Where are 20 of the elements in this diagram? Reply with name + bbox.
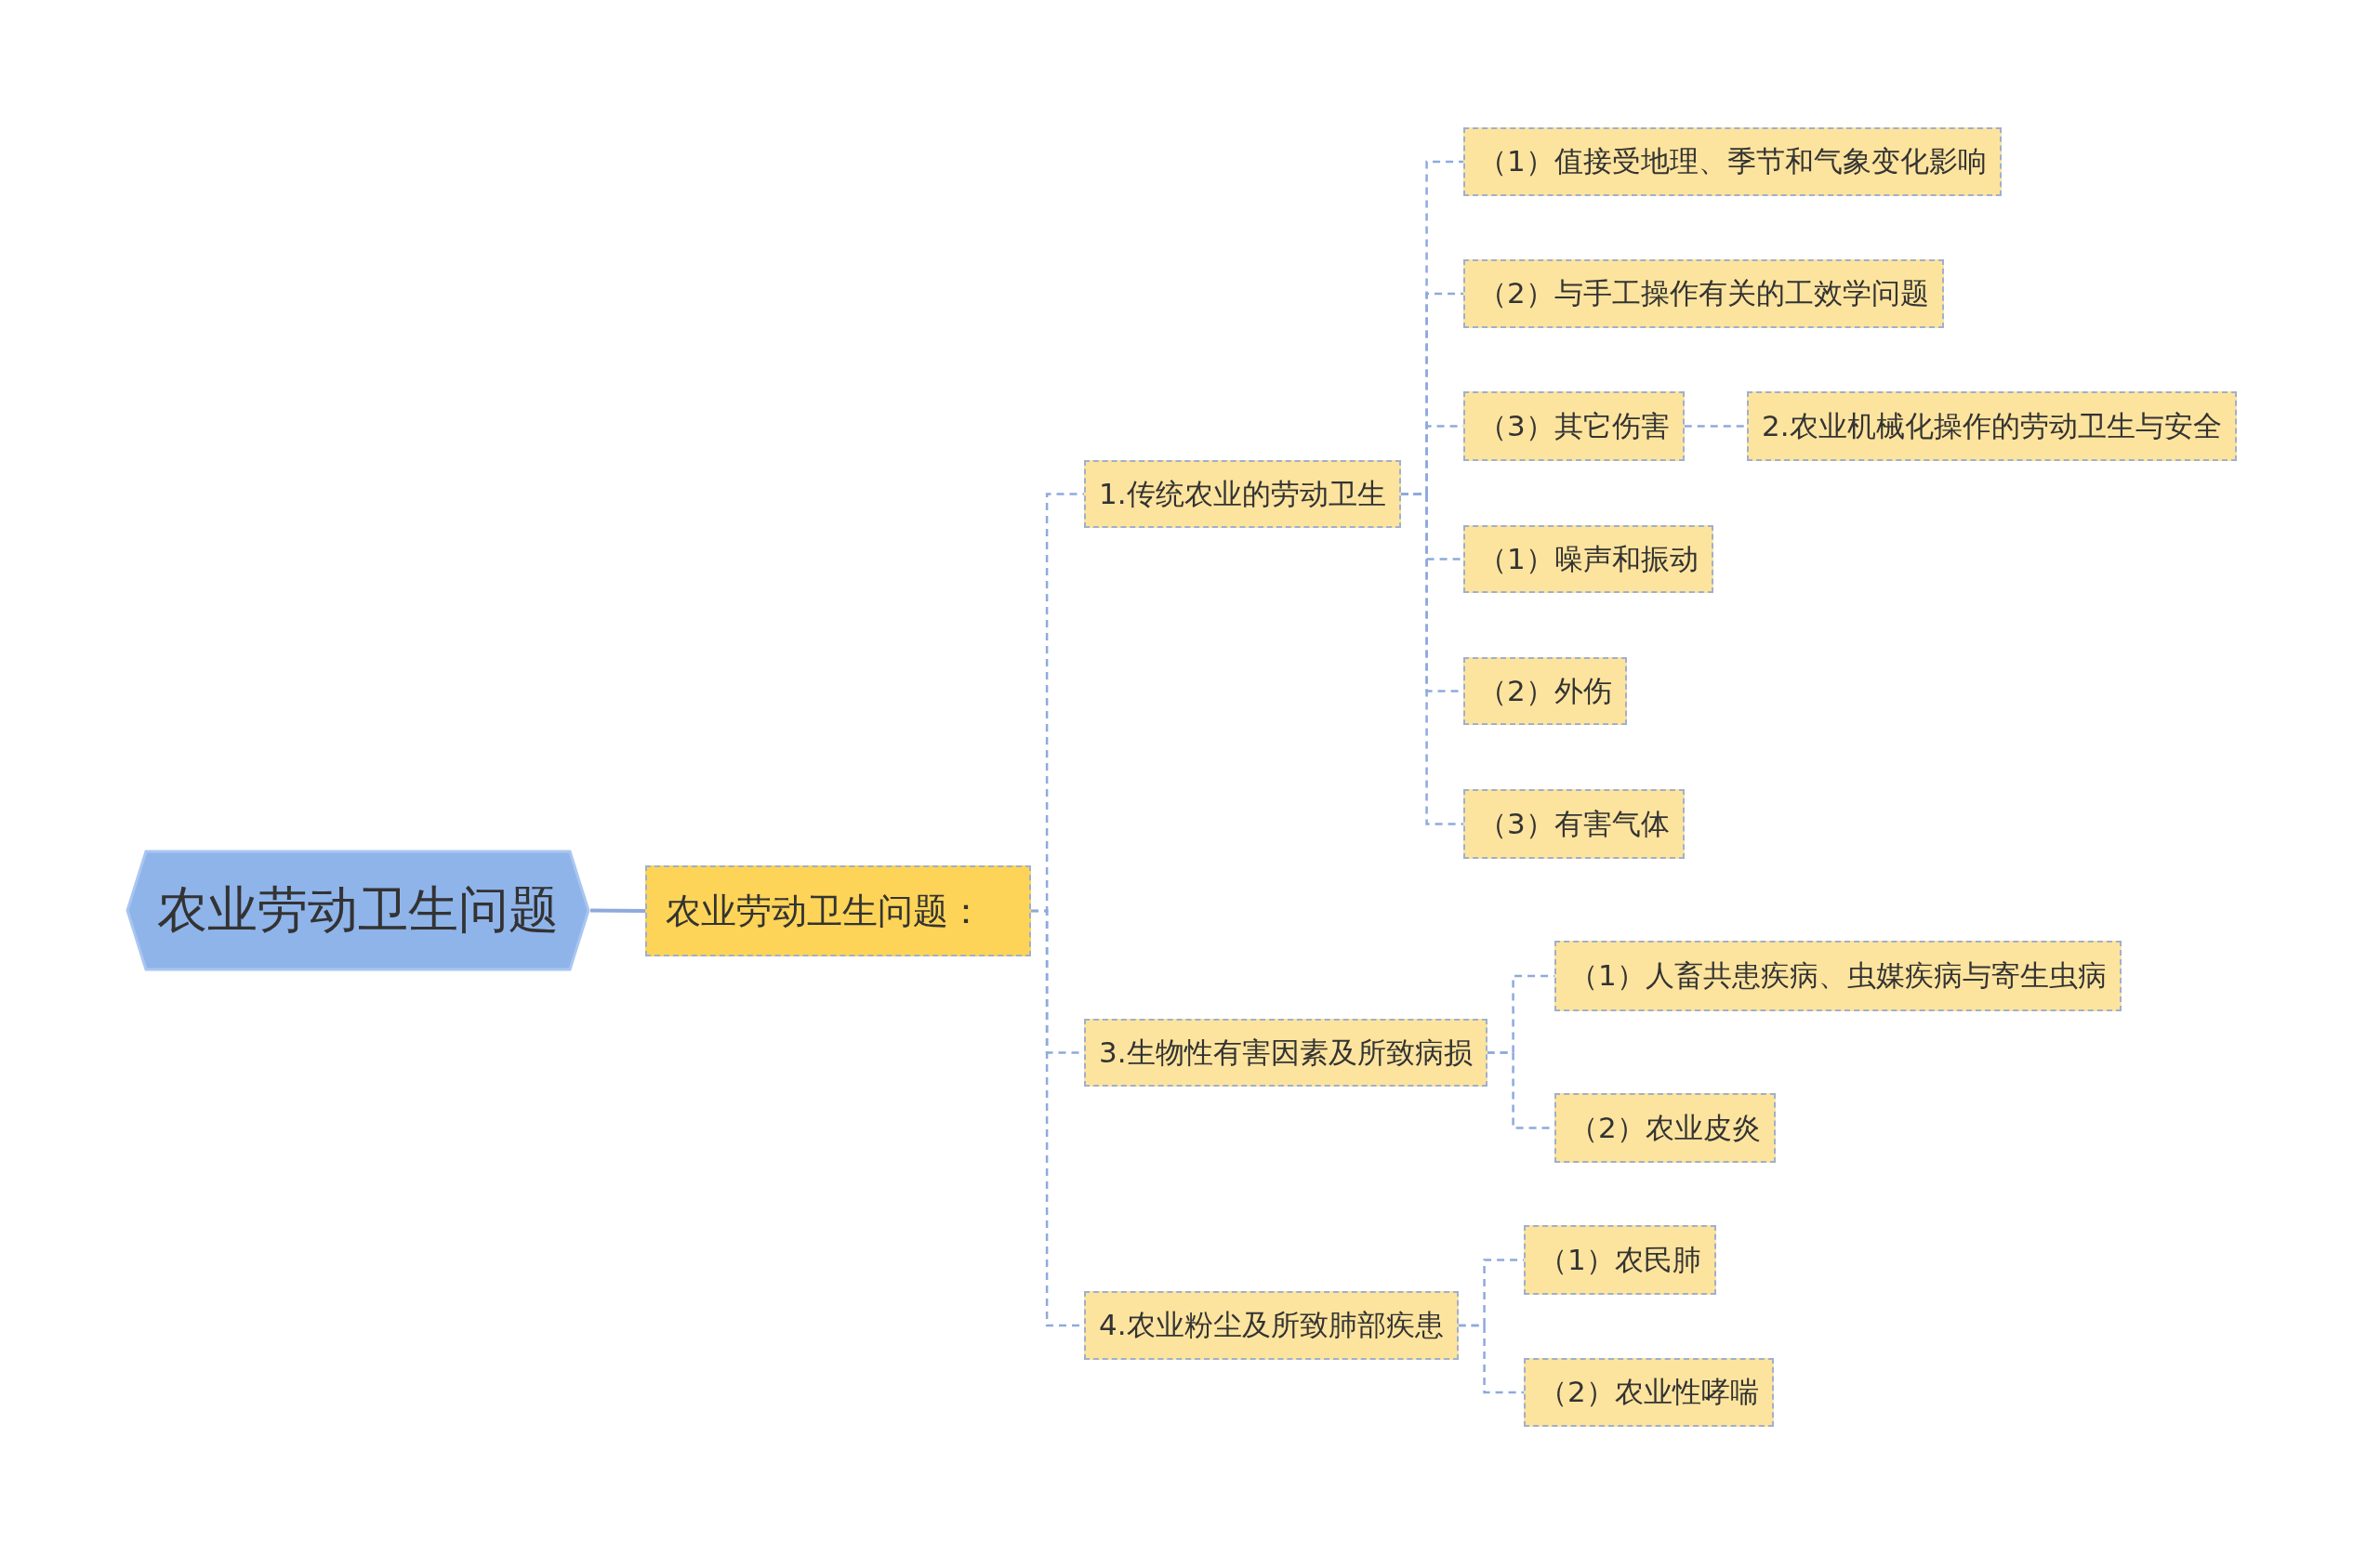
subtopic-box: （2）外伤 bbox=[1463, 657, 1627, 725]
subtopic-box: （3）有害气体 bbox=[1463, 789, 1685, 859]
subtopic-box: （2）农业皮炎 bbox=[1554, 1093, 1776, 1163]
connector-line bbox=[1400, 493, 1463, 825]
subtopic-box: （1）人畜共患疾病、虫媒疾病与寄生虫病 bbox=[1554, 941, 2122, 1011]
subtopic-box: （2）与手工操作有关的工效学问题 bbox=[1463, 259, 1944, 328]
topic-box: 农业劳动卫生问题： bbox=[645, 865, 1031, 956]
subtopic-box: 3.生物性有害因素及所致病损 bbox=[1084, 1019, 1488, 1087]
subtopic-box: 1.传统农业的劳动卫生 bbox=[1084, 460, 1401, 528]
root-topic-hexagon: 农业劳动卫生问题 bbox=[126, 850, 590, 971]
subtopic-box: （2）农业性哮喘 bbox=[1524, 1358, 1774, 1427]
subtopic-box: 2.农业机械化操作的劳动卫生与安全 bbox=[1747, 391, 2237, 461]
connector-line bbox=[1684, 425, 1747, 428]
subtopic-box: （1）值接受地理、季节和气象变化影响 bbox=[1463, 127, 2002, 196]
subtopic-box: 4.农业粉尘及所致肺部疾患 bbox=[1084, 1291, 1459, 1360]
subtopic-box: （3）其它伤害 bbox=[1463, 391, 1685, 461]
connector-line bbox=[1458, 1324, 1524, 1394]
connector-line bbox=[589, 908, 645, 913]
subtopic-box: （1）噪声和振动 bbox=[1463, 525, 1713, 593]
subtopic-box: （1）农民肺 bbox=[1524, 1225, 1716, 1295]
